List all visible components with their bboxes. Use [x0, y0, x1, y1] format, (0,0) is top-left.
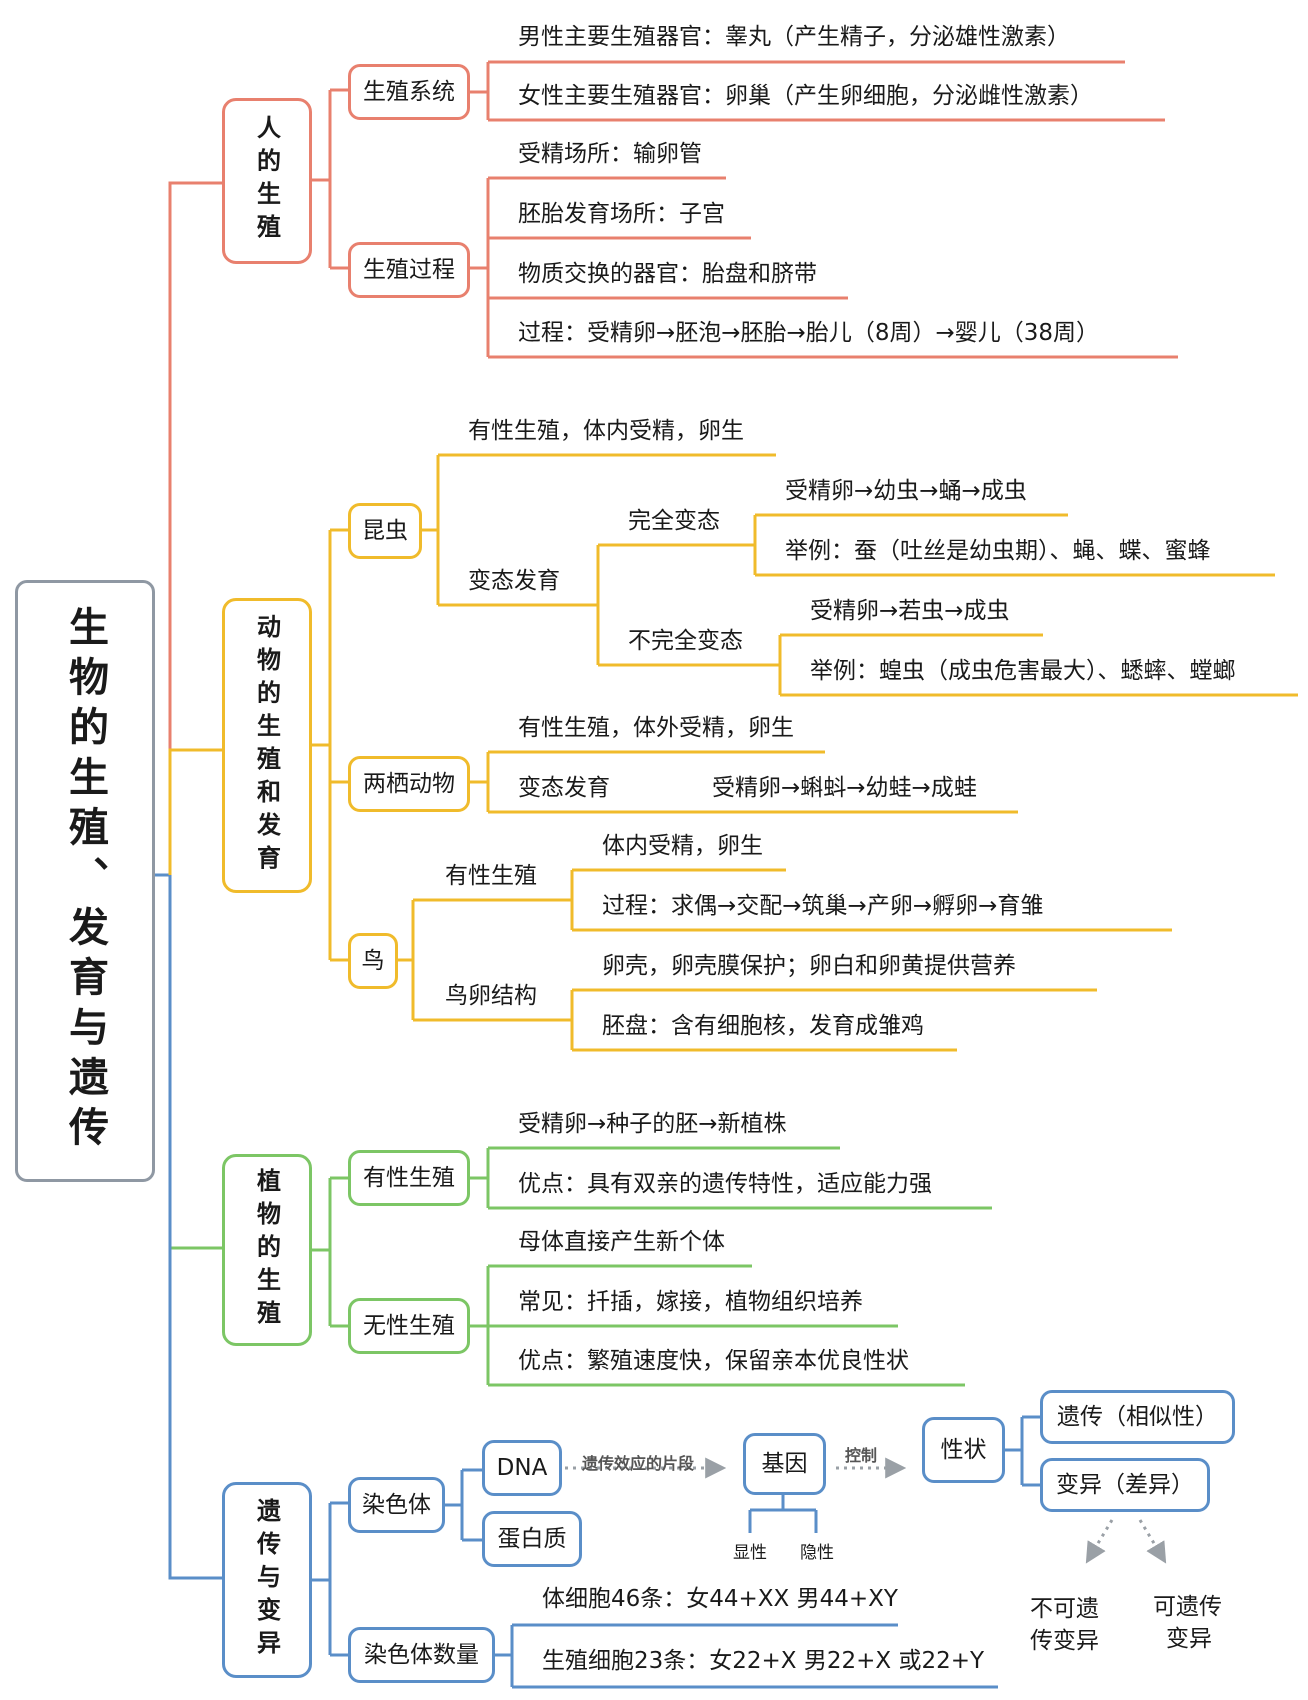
- trunk-genetics: [168, 875, 222, 1580]
- text-bird-fertilization: 体内受精，卵生: [602, 833, 763, 859]
- text-germ-cells: 生殖细胞23条：女22+X 男22+X 或22+Y: [542, 1648, 985, 1674]
- node-trait: 性状: [922, 1417, 1005, 1483]
- text-exchange-organ: 物质交换的器官：胎盘和脐带: [518, 261, 817, 287]
- category-plant-reproduction: 植物的生殖: [222, 1154, 312, 1346]
- text-complete-metamorphosis: 完全变态: [628, 508, 720, 534]
- node-gene: 基因: [743, 1433, 826, 1495]
- node-protein: 蛋白质: [482, 1511, 582, 1567]
- text-insect-reproduction: 有性生殖，体内受精，卵生: [468, 418, 744, 444]
- text-bird-sexual: 有性生殖: [445, 863, 537, 889]
- trunk-human: [168, 181, 222, 875]
- node-plant-sexual: 有性生殖: [348, 1150, 470, 1206]
- text-incomplete-metamorphosis: 不完全变态: [628, 628, 743, 654]
- text-complete-example: 举例：蚕（吐丝是幼虫期）、蝇、蝶、蜜蜂: [785, 538, 1211, 564]
- text-female-organ: 女性主要生殖器官：卵巢（产生卵细胞，分泌雌性激素）: [518, 83, 1093, 109]
- text-heritable-line1: 可遗传: [1153, 1594, 1222, 1620]
- node-chromosome: 染色体: [348, 1477, 445, 1533]
- text-non-heritable-line2: 传变异: [1030, 1628, 1099, 1654]
- text-incomplete-example: 举例：蝗虫（成虫危害最大）、蟋蟀、螳螂: [810, 658, 1236, 684]
- trunk-animal: [168, 748, 222, 875]
- text-heritable-line2: 变异: [1166, 1626, 1212, 1652]
- node-heredity: 遗传（相似性）: [1040, 1390, 1235, 1444]
- text-non-heritable-line1: 不可遗: [1030, 1596, 1099, 1622]
- text-development-flow: 过程：受精卵→胚泡→胚胎→胎儿（8周）→婴儿（38周）: [518, 320, 1099, 346]
- text-asexual-definition: 母体直接产生新个体: [518, 1229, 725, 1255]
- node-variation: 变异（差异）: [1040, 1458, 1210, 1512]
- text-somatic-cells: 体细胞46条：女44+XX 男44+XY: [542, 1586, 898, 1612]
- label-genetic-segment: 遗传效应的片段: [582, 1454, 695, 1473]
- category-genetics-variation: 遗传与变异: [222, 1482, 312, 1678]
- text-embryo-place: 胚胎发育场所：子宫: [518, 201, 725, 227]
- text-complete-flow: 受精卵→幼虫→蛹→成虫: [785, 478, 1027, 504]
- category-animal-reproduction: 动物的生殖和发育: [222, 598, 312, 893]
- text-dominant: 显性: [733, 1543, 767, 1563]
- node-plant-asexual: 无性生殖: [348, 1298, 470, 1354]
- text-plant-sexual-flow: 受精卵→种子的胚→新植株: [518, 1111, 787, 1137]
- text-asexual-common: 常见：扦插，嫁接，植物组织培养: [518, 1289, 863, 1315]
- category-human-reproduction: 人的生殖: [222, 98, 312, 264]
- text-amphibian-reproduction: 有性生殖，体外受精，卵生: [518, 715, 794, 741]
- text-metamorphosis: 变态发育: [468, 568, 560, 594]
- text-amphibian-metamorphosis: 变态发育: [518, 775, 610, 801]
- text-fertilization-place: 受精场所：输卵管: [518, 141, 702, 167]
- text-asexual-advantage: 优点：繁殖速度快，保留亲本优良性状: [518, 1348, 909, 1374]
- heritable-arrow: [1138, 1519, 1167, 1564]
- text-incomplete-flow: 受精卵→若虫→成虫: [810, 598, 1010, 624]
- root-node: 生物的生殖、发育与遗传: [15, 580, 155, 1182]
- non-heritable-arrow: [1085, 1519, 1114, 1564]
- node-reproduction-process: 生殖过程: [348, 242, 470, 298]
- node-reproductive-system: 生殖系统: [348, 64, 470, 120]
- text-recessive: 隐性: [800, 1543, 834, 1563]
- text-plant-sexual-advantage: 优点：具有双亲的遗传特性，适应能力强: [518, 1171, 932, 1197]
- text-bird-process: 过程：求偶→交配→筑巢→产卵→孵卵→育雏: [602, 893, 1044, 919]
- text-egg-structure: 鸟卵结构: [445, 983, 537, 1009]
- node-chromosome-count: 染色体数量: [348, 1627, 495, 1683]
- text-male-organ: 男性主要生殖器官：睾丸（产生精子，分泌雄性激素）: [518, 24, 1070, 50]
- trunk-plant: [168, 875, 222, 1250]
- node-amphibian: 两栖动物: [348, 756, 470, 812]
- text-amphibian-flow: 受精卵→蝌蚪→幼蛙→成蛙: [712, 775, 977, 801]
- node-dna: DNA: [482, 1440, 562, 1496]
- node-bird: 鸟: [348, 933, 398, 989]
- text-egg-shell: 卵壳，卵壳膜保护；卵白和卵黄提供营养: [602, 953, 1016, 979]
- node-insect: 昆虫: [348, 503, 422, 559]
- text-egg-disc: 胚盘：含有细胞核，发育成雏鸡: [602, 1013, 924, 1039]
- label-control: 控制: [845, 1446, 878, 1465]
